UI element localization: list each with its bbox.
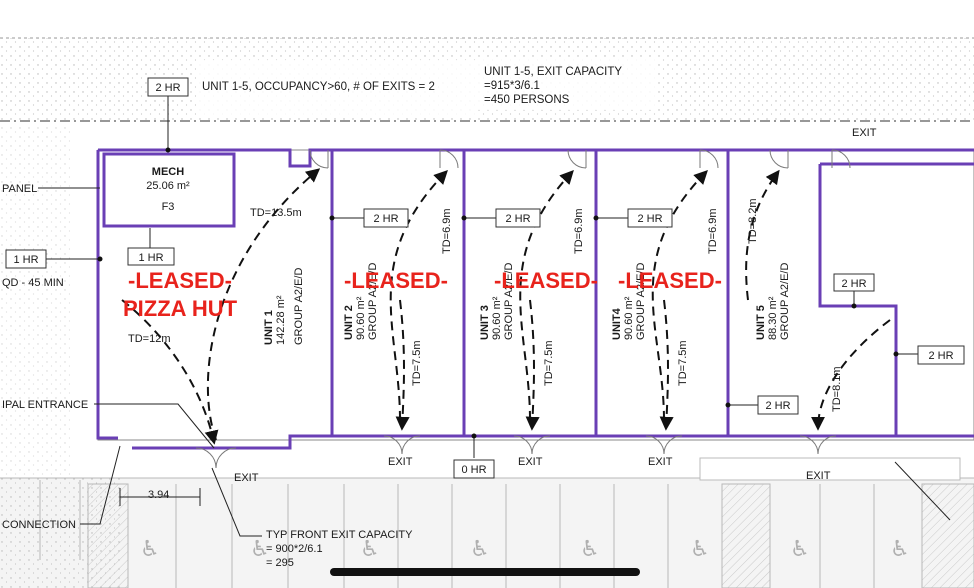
leased-stamp: -LEASED- — [128, 268, 232, 293]
exit-label: EXIT — [234, 472, 259, 484]
exit-label: EXIT — [806, 470, 831, 482]
fire-rating-tag: 2 HR — [363, 208, 409, 228]
svg-text:MECH: MECH — [152, 166, 184, 178]
fire-rating-tag: 1 HR — [127, 247, 175, 266]
fire-rating-tag: 1 HR — [5, 249, 47, 269]
fire-rating-tag: 2 HR — [917, 345, 965, 365]
svg-text:UNIT 1: UNIT 1 — [263, 310, 275, 345]
unit-label: UNIT 5 88.30 m² GROUP A2/E/D — [755, 263, 791, 340]
connection-dots — [97, 147, 899, 439]
svg-text:1 HR: 1 HR — [13, 254, 38, 266]
travel-distance-label: TD=7.5m — [411, 340, 423, 386]
svg-text:GROUP A2/E/D: GROUP A2/E/D — [779, 263, 791, 340]
travel-distance-label: TD=8.2m — [747, 198, 759, 244]
travel-distance-label: TD=7.5m — [677, 340, 689, 386]
svg-text:0 HR: 0 HR — [461, 464, 486, 476]
fire-rating-tag: 2 HR — [147, 77, 189, 97]
svg-text:UNIT 1-5, OCCUPANCY>60, # OF E: UNIT 1-5, OCCUPANCY>60, # OF EXITS = 2 — [202, 81, 435, 93]
travel-distance-label: TD=7.5m — [543, 340, 555, 386]
svg-text:TYP FRONT EXIT CAPACITY: TYP FRONT EXIT CAPACITY — [266, 529, 413, 541]
travel-distance-label: TD=12m — [128, 333, 171, 345]
svg-text:2 HR: 2 HR — [637, 213, 662, 225]
svg-text:1 HR: 1 HR — [138, 252, 163, 264]
svg-text:2 HR: 2 HR — [928, 350, 953, 362]
svg-text:2 HR: 2 HR — [155, 82, 180, 94]
svg-text:90.60 m²: 90.60 m² — [491, 296, 503, 340]
home-indicator — [330, 568, 640, 576]
svg-text:UNIT 3: UNIT 3 — [479, 305, 491, 340]
fire-rating-tag: 2 HR — [495, 208, 541, 228]
unit-label: UNIT 1 142.28 m² GROUP A2/E/D — [263, 268, 305, 345]
exit-label: EXIT — [852, 127, 877, 139]
travel-distance-label: TD=8.1m — [831, 366, 843, 412]
mech-room — [102, 152, 236, 228]
svg-text:♿: ♿ — [690, 537, 710, 562]
unit-label: UNIT 3 90.60 m² GROUP A2/E/D — [479, 263, 515, 340]
mech-room-label: MECH 25.06 m² F3 — [146, 166, 190, 213]
unit-label: UNIT 2 90.60 m² GROUP A2/E/D — [343, 263, 379, 340]
unit-label: UNIT4 90.60 m² GROUP A2/E/D — [611, 263, 647, 340]
side-area — [0, 125, 70, 485]
occupancy-note: UNIT 1-5, OCCUPANCY>60, # OF EXITS = 2 — [196, 60, 476, 116]
travel-distance-label: TD=6.9m — [573, 208, 585, 254]
svg-text:UNIT 5: UNIT 5 — [755, 305, 767, 340]
svg-text:♿: ♿ — [470, 537, 490, 562]
svg-text:2 HR: 2 HR — [765, 400, 790, 412]
svg-text:90.60 m²: 90.60 m² — [355, 296, 367, 340]
doors — [195, 149, 851, 469]
svg-text:♿: ♿ — [790, 537, 810, 562]
entrance-label: IPAL ENTRANCE — [2, 399, 88, 411]
fire-rating-tag: 2 HR — [627, 208, 673, 228]
svg-text:90.60 m²: 90.60 m² — [623, 296, 635, 340]
svg-text:GROUP A2/E/D: GROUP A2/E/D — [293, 268, 305, 345]
fire-rating-tag: 2 HR — [757, 395, 799, 415]
svg-text:88.30 m²: 88.30 m² — [767, 296, 779, 340]
connection-label: CONNECTION — [2, 519, 76, 531]
travel-distance-label: TD=6.9m — [441, 208, 453, 254]
leased-stamp: -LEASED- — [494, 268, 598, 293]
accessible-parking-icon: ♿ ♿ ♿ ♿ ♿ ♿ ♿ ♿ — [140, 537, 910, 562]
travel-distance-label: TD=13.5m — [250, 207, 302, 219]
svg-text:GROUP A2/E/D: GROUP A2/E/D — [367, 263, 379, 340]
svg-text:= 900*2/6.1: = 900*2/6.1 — [266, 543, 323, 555]
svg-text:♿: ♿ — [890, 537, 910, 562]
egress-paths — [121, 168, 891, 445]
exit-label: EXIT — [388, 456, 413, 468]
travel-distance-label: TD=6.9m — [707, 208, 719, 254]
svg-text:♿: ♿ — [250, 537, 270, 562]
svg-text:2 HR: 2 HR — [505, 213, 530, 225]
svg-text:=450 PERSONS: =450 PERSONS — [484, 94, 570, 106]
dimension-label: 3.94 — [148, 489, 169, 501]
svg-text:UNIT4: UNIT4 — [611, 307, 623, 340]
svg-text:F3: F3 — [162, 201, 175, 213]
fire-rating-tag: 2 HR — [833, 273, 875, 292]
exit-label: EXIT — [648, 456, 673, 468]
leader-lines — [38, 96, 951, 537]
svg-text:= 295: = 295 — [266, 557, 294, 569]
svg-text:♿: ♿ — [140, 537, 160, 562]
leased-stamp: -LEASED- — [344, 268, 448, 293]
leased-stamp: -LEASED- — [618, 268, 722, 293]
svg-text:♿: ♿ — [580, 537, 600, 562]
svg-text:=915*3/6.1: =915*3/6.1 — [484, 80, 540, 92]
exit-capacity-note: UNIT 1-5, EXIT CAPACITY =915*3/6.1 =450 … — [478, 58, 658, 110]
svg-text:♿: ♿ — [360, 537, 380, 562]
svg-text:2 HR: 2 HR — [841, 278, 866, 290]
svg-text:142.28 m²: 142.28 m² — [275, 295, 287, 345]
svg-text:UNIT 1-5, EXIT CAPACITY: UNIT 1-5, EXIT CAPACITY — [484, 66, 622, 78]
building-walls — [96, 148, 974, 450]
fire-rating-tag: 0 HR — [453, 459, 495, 479]
svg-text:UNIT 2: UNIT 2 — [343, 305, 355, 340]
panel-label: PANEL — [2, 183, 37, 195]
svg-text:25.06 m²: 25.06 m² — [146, 180, 190, 192]
exit-label: EXIT — [518, 456, 543, 468]
front-exit-capacity-note: TYP FRONT EXIT CAPACITY = 900*2/6.1 = 29… — [266, 529, 413, 569]
svg-text:GROUP A2/E/D: GROUP A2/E/D — [635, 263, 647, 340]
svg-text:2 HR: 2 HR — [373, 213, 398, 225]
leased-stamp: PIZZA HUT — [123, 296, 238, 321]
svg-text:GROUP A2/E/D: GROUP A2/E/D — [503, 263, 515, 340]
qd-label: QD - 45 MIN — [2, 277, 64, 289]
